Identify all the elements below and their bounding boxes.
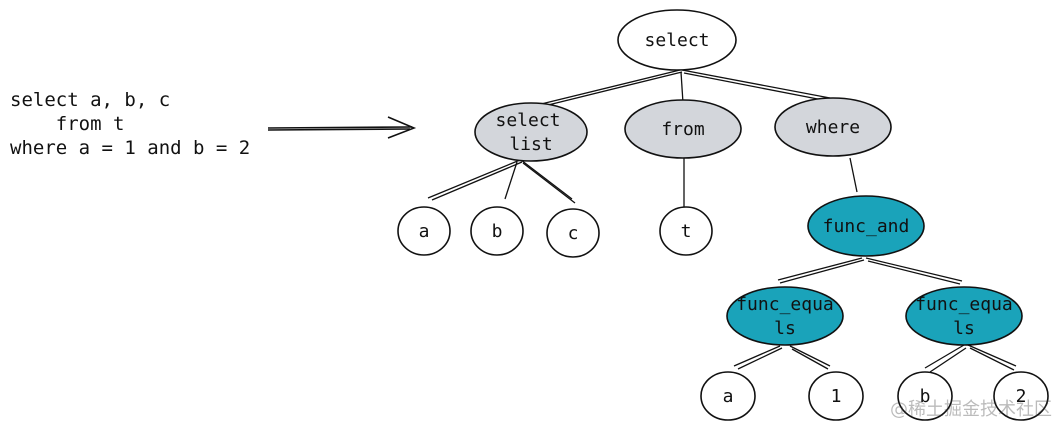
node-select-label: select [644,30,709,51]
node-t-table-label: t [681,221,692,242]
node-one-literal-label: 1 [831,386,842,407]
node-func-equals-left-label-2: ls [774,318,796,339]
node-b-operand: b [897,371,953,421]
node-a-column-label: a [419,221,430,242]
node-select-list-label-2: list [509,134,552,155]
sql-line-1: select a, b, c [10,89,171,111]
node-a-operand-label: a [723,386,734,407]
watermark: @稀土掘金技术社区 [890,399,1052,420]
node-select: select [617,9,737,71]
node-one-literal: 1 [808,371,864,421]
node-b-column: b [470,206,524,256]
tree-edges [427,69,1017,373]
transform-arrow [267,116,417,139]
sql-line-2: from t [10,113,125,135]
node-c-column-label: c [568,223,579,244]
node-where-label: where [806,117,860,138]
node-two-literal: 2 [993,371,1049,421]
sql-query: select a, b, c from t where a = 1 and b … [10,88,250,160]
node-from: from [624,99,742,159]
node-select-list-label-1: select [495,110,560,131]
node-func-equals-left-label-1: func_equa [736,294,834,315]
node-func-and-label: func_and [823,216,910,237]
node-where: where [774,97,892,157]
node-b-operand-label: b [920,386,931,407]
node-func-and: func_and [807,195,925,257]
node-func-equals-right-label-1: func_equa [915,294,1013,315]
node-from-label: from [661,119,704,140]
node-t-table: t [659,206,713,256]
node-two-literal-label: 2 [1016,386,1027,407]
node-a-column: a [397,206,451,256]
node-a-operand: a [700,371,756,421]
node-b-column-label: b [492,221,503,242]
node-c-column: c [546,208,600,258]
node-func-equals-left: func_equa ls [726,286,844,346]
node-func-equals-right: func_equa ls [905,286,1023,346]
node-select-list: select list [474,102,588,162]
sql-line-3: where a = 1 and b = 2 [10,137,251,159]
node-func-equals-right-label-2: ls [953,318,975,339]
